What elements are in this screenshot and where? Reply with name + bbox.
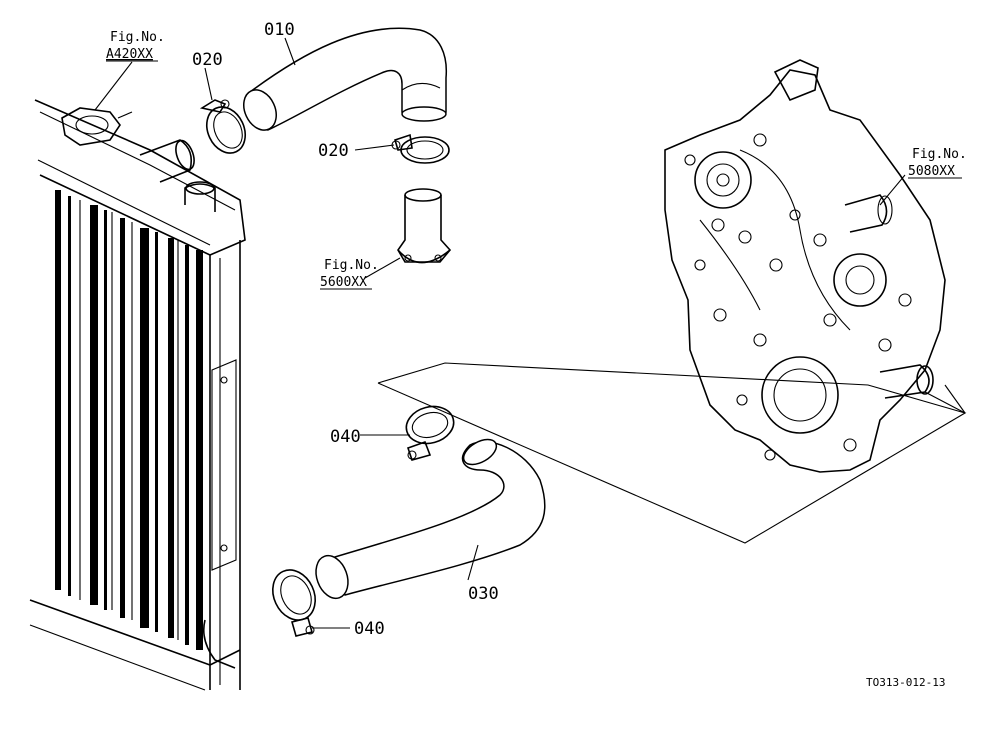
label-030: 030 — [468, 584, 499, 604]
fig-ref-radiator-line1: Fig.No. — [110, 30, 165, 45]
hose-clamp-020-top — [199, 99, 247, 154]
fig-ref-radiator-line2: A420XX — [106, 47, 153, 62]
fig-ref-flange-line1: Fig.No. — [324, 258, 379, 273]
hose-clamp-040-lower — [272, 569, 316, 637]
water-flange — [397, 188, 452, 264]
hose-clamp-020-mid — [391, 133, 450, 164]
label-040-upper: 040 — [330, 427, 361, 447]
labels: 010 020 020 040 030 040 Fig.No. A420XX F… — [106, 20, 967, 689]
label-040-lower: 040 — [354, 619, 385, 639]
fig-ref-gearcase-line2: 5080XX — [908, 164, 955, 179]
radiator-core — [55, 190, 203, 650]
label-020-top: 020 — [192, 50, 223, 70]
label-010: 010 — [264, 20, 295, 40]
fig-ref-flange-line2: 5600XX — [320, 275, 367, 290]
upper-hose — [243, 27, 448, 131]
fig-ref-gearcase-line1: Fig.No. — [912, 147, 967, 162]
gear-case — [664, 59, 946, 473]
radiator-assembly — [29, 99, 246, 691]
drawing-code: TO313-012-13 — [866, 676, 945, 689]
leader-lines — [94, 37, 906, 629]
label-020-mid: 020 — [318, 141, 349, 161]
assembly-outline — [377, 362, 967, 544]
lower-hose — [315, 438, 546, 600]
hose-clamp-040-upper — [405, 405, 455, 461]
